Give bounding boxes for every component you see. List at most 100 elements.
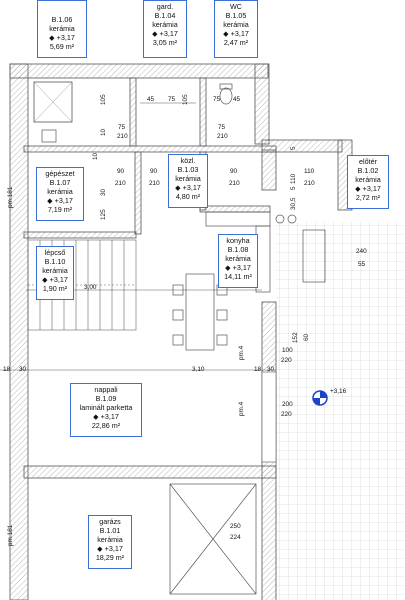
room-level: ◆ +3,17 — [223, 29, 249, 38]
room-code: B.1.01 — [99, 526, 121, 535]
door1-width: 75 — [118, 124, 126, 131]
room-code: B.1.03 — [177, 165, 199, 174]
dim-18: 18 — [3, 366, 11, 373]
room-label-b103: közl. B.1.03 kerámia ◆ +3,17 4,80 m² — [168, 154, 208, 208]
room-area: 4,80 m² — [175, 192, 201, 201]
room-floor: laminált parketta — [79, 403, 133, 412]
door3-height: 210 — [115, 180, 126, 187]
window1-width: 240 — [356, 248, 367, 255]
room-label-b106: B.1.06 kerámia ◆ +3,17 5,69 m² — [37, 0, 87, 58]
room-level: ◆ +3,17 — [47, 196, 73, 205]
dining-table — [172, 273, 228, 351]
room-area: 2,47 m² — [223, 38, 249, 47]
dim-3-10: 3,10 — [192, 366, 205, 373]
room-level: ◆ +3,17 — [225, 263, 251, 272]
room-name: gard. — [156, 2, 174, 11]
room-floor: kerámia — [49, 24, 75, 33]
room-name: garázs — [99, 517, 121, 526]
toilet-wc — [219, 87, 233, 105]
room-area: 22,86 m² — [91, 421, 121, 430]
level-icon: ◆ — [42, 275, 50, 284]
window1-height: 55 — [358, 261, 366, 268]
room-label-b109: nappali B.1.09 laminált parketta ◆ +3,17… — [70, 383, 142, 437]
level-icon: ◆ — [223, 29, 231, 38]
room-label-b108: konyha B.1.08 kerámia ◆ +3,17 14,11 m² — [218, 234, 258, 288]
room-label-b110: lépcső B.1.10 kerámia ◆ +3,17 1,90 m² — [36, 246, 74, 300]
dim-3-00: 3,00 — [84, 284, 97, 291]
room-floor: kerámia — [97, 535, 123, 544]
door6-height: 210 — [304, 180, 315, 187]
level-icon: ◆ — [93, 412, 101, 421]
room-code: B.1.08 — [227, 245, 249, 254]
room-name: WC — [230, 2, 242, 11]
door5-width: 90 — [230, 168, 238, 175]
pm-4-lower: pm.4 — [238, 401, 245, 416]
room-level: ◆ +3,17 — [49, 33, 75, 42]
door6-width: 110 — [304, 168, 315, 175]
room-level: ◆ +3,17 — [97, 544, 123, 553]
dim-5b: 5 — [290, 186, 297, 190]
dim-30: 30 — [100, 188, 107, 196]
sink-b106 — [41, 129, 57, 143]
dim-152: 152 — [292, 332, 299, 343]
window2-width: 100 — [282, 347, 293, 354]
door3-width: 90 — [117, 168, 125, 175]
dim-105: 105 — [100, 94, 107, 105]
room-level: ◆ +3,17 — [42, 275, 68, 284]
room-name: előtér — [359, 157, 377, 166]
level-icon: ◆ — [97, 544, 105, 553]
room-code: B.1.02 — [357, 166, 379, 175]
door2-height: 210 — [217, 133, 228, 140]
room-floor: kerámia — [223, 20, 249, 29]
terrace-paving — [276, 222, 405, 600]
dim-30-left: 30 — [19, 366, 27, 373]
terrace-door-frame — [261, 371, 277, 463]
dim-10: 10 — [92, 152, 99, 160]
dim-45b: 45 — [233, 96, 241, 103]
door4-height: 210 — [149, 180, 160, 187]
dim-5: 5 — [290, 146, 297, 150]
dim-45: 45 — [147, 96, 155, 103]
dim-30-5: 30,5 — [290, 197, 297, 210]
garage-void — [169, 483, 257, 595]
room-level: ◆ +3,17 — [175, 183, 201, 192]
room-name: gépészet — [45, 169, 75, 178]
window3-height: 220 — [281, 411, 292, 418]
room-label-b105: WC B.1.05 kerámia ◆ +3,17 2,47 m² — [214, 0, 258, 58]
room-level: ◆ +3,17 — [93, 412, 119, 421]
pm-4-upper: pm.4 — [238, 345, 245, 360]
room-floor: kerámia — [175, 174, 201, 183]
room-name: konyha — [226, 236, 250, 245]
dim-75: 75 — [168, 96, 176, 103]
window4-height: 224 — [230, 534, 241, 541]
room-level: ◆ +3,17 — [355, 184, 381, 193]
dim-10b: 10 — [100, 128, 107, 136]
room-name: lépcső — [44, 248, 66, 257]
level-icon: ◆ — [225, 263, 233, 272]
level-icon: ◆ — [355, 184, 363, 193]
pm-181-bottom: pm.181 — [7, 524, 14, 546]
dim-30-right: 30 — [267, 366, 275, 373]
room-area: 18,29 m² — [95, 553, 125, 562]
room-area: 5,69 m² — [49, 42, 75, 51]
dim-75b: 75 — [213, 96, 221, 103]
room-name: közl. — [180, 156, 196, 165]
level-icon: ◆ — [47, 196, 55, 205]
room-floor: kerámia — [47, 187, 73, 196]
room-label-b104: gard. B.1.04 kerámia ◆ +3,17 3,05 m² — [143, 0, 187, 58]
room-label-b102: előtér B.1.02 kerámia ◆ +3,17 2,72 m² — [347, 155, 389, 209]
room-floor: kerámia — [225, 254, 251, 263]
level-icon: ◆ — [152, 29, 160, 38]
room-code: B.1.06 — [51, 15, 73, 24]
dim-110: 110 — [290, 173, 297, 184]
dim-105b: 105 — [182, 94, 189, 105]
room-area: 1,90 m² — [42, 284, 68, 293]
room-area: 7,19 m² — [47, 205, 73, 214]
dim-125: 125 — [100, 209, 107, 220]
room-area: 2,72 m² — [355, 193, 381, 202]
level-marker — [312, 390, 328, 406]
door1-height: 210 — [117, 133, 128, 140]
door2-width: 75 — [218, 124, 226, 131]
level-icon: ◆ — [49, 33, 57, 42]
